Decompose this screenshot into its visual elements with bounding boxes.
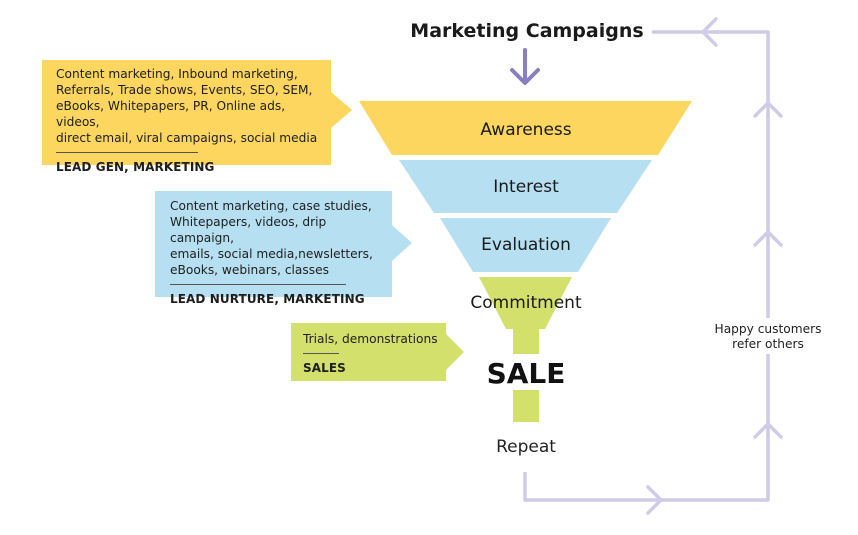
funnel-stage-evaluation: [440, 218, 611, 272]
diagram-title: Marketing Campaigns: [410, 20, 643, 42]
note-lead-nurture-text: Content marketing, case studies, Whitepa…: [170, 199, 373, 277]
note-sales: Trials, demonstrations SALES: [303, 331, 443, 376]
note-lead-gen: Content marketing, Inbound marketing, Re…: [56, 66, 326, 175]
note-callout-lead-nurture: [155, 191, 412, 297]
loop-chevron-up-icon: [753, 101, 783, 118]
funnel-stage-commitment: [479, 277, 572, 329]
sale-label-backing: [488, 354, 564, 390]
stage-label-awareness: Awareness: [480, 120, 571, 140]
note-lead-nurture-tag: LEAD NURTURE, MARKETING: [170, 292, 365, 306]
down-arrow-icon: [510, 48, 540, 85]
loop-chevron-up-icon: [753, 230, 783, 247]
note-callout-lead-gen: [42, 60, 352, 165]
note-callout-sales: [291, 323, 464, 381]
note-divider: [170, 284, 346, 285]
funnel-stage-awareness: [359, 101, 692, 155]
note-divider: [56, 152, 198, 153]
note-lead-nurture: Content marketing, case studies, Whitepa…: [170, 198, 390, 307]
loop-label-line: Happy customers: [715, 322, 822, 336]
stage-label-evaluation: Evaluation: [481, 235, 571, 255]
repeat-label: Repeat: [496, 437, 556, 457]
loop-chevron-up-icon: [753, 422, 783, 439]
loop-chevron-top-icon: [701, 17, 718, 47]
stage-label-interest: Interest: [493, 177, 559, 197]
note-lead-gen-tag: LEAD GEN, MARKETING: [56, 160, 215, 174]
loop-label-line: refer others: [732, 337, 804, 351]
loop-chevron-right-icon: [646, 485, 663, 515]
sale-label: SALE: [487, 357, 566, 390]
loop-label-backing: [714, 318, 822, 354]
note-sales-tag: SALES: [303, 361, 346, 375]
stage-label-commitment: Commitment: [470, 293, 582, 313]
referral-loop-line: [523, 30, 770, 502]
note-lead-gen-text: Content marketing, Inbound marketing, Re…: [56, 67, 318, 145]
note-sales-text: Trials, demonstrations: [303, 332, 438, 346]
note-divider: [303, 353, 339, 354]
funnel-stage-interest: [399, 160, 652, 213]
